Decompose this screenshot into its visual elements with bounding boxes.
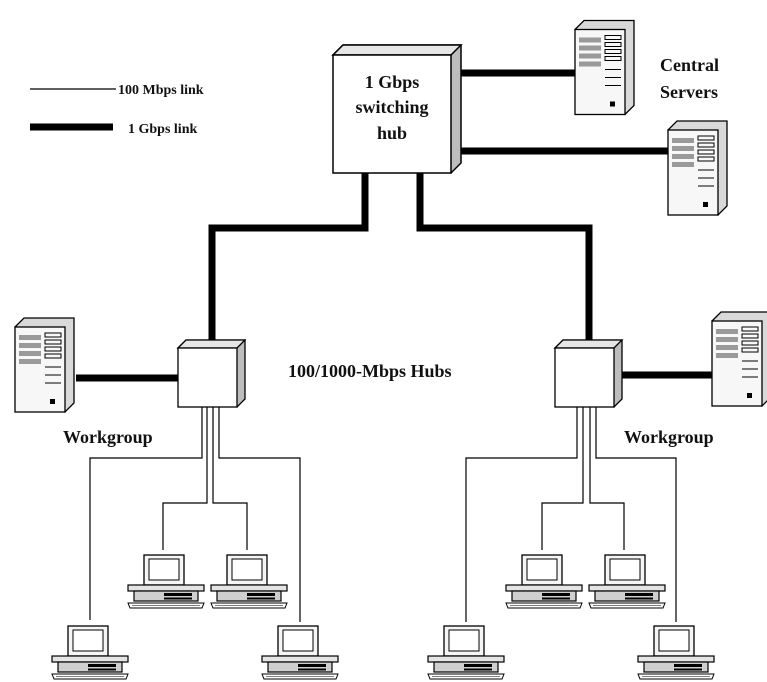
workgroup-label-left: Workgroup xyxy=(63,427,153,447)
servers-label-line1: Central xyxy=(660,55,719,75)
link-right-hub-to-pc-mid-right xyxy=(589,407,625,550)
fast-ethernet-links xyxy=(89,407,677,622)
right-hub xyxy=(553,339,624,408)
server-tower-icon xyxy=(711,311,767,407)
workstation-icon xyxy=(588,554,666,609)
link-left-hub-to-pc-mid-right xyxy=(212,407,248,550)
link-right-hub-to-pc-far-left xyxy=(465,407,578,622)
left-hub xyxy=(176,339,247,408)
workstation-icon xyxy=(127,554,205,609)
switch-label-line2: switching xyxy=(355,97,428,117)
link-left-hub-to-pc-far-right xyxy=(218,407,301,622)
switch-label-line3: hub xyxy=(377,123,407,143)
gigabit-links xyxy=(76,69,714,382)
hubs-label: 100/1000-Mbps Hubs xyxy=(288,361,452,381)
servers-label-line2: Servers xyxy=(660,82,718,102)
switch-label-line1: 1 Gbps xyxy=(365,72,420,92)
workstation-icon xyxy=(261,625,339,680)
link-switch-to-left-hub xyxy=(208,168,369,340)
workstation-icon xyxy=(427,625,505,680)
link-right-hub-to-pc-far-right xyxy=(595,407,677,622)
server-tower-icon xyxy=(574,19,635,116)
workstation-icon xyxy=(210,554,288,609)
link-left-hub-to-pc-far-left xyxy=(89,407,203,620)
link-left-hub-to-pc-mid-left xyxy=(162,407,208,550)
legend-thick-label: 1 Gbps link xyxy=(128,122,197,137)
workstation-icon xyxy=(637,625,715,680)
server-tower-icon xyxy=(14,317,75,413)
server-tower-icon xyxy=(667,120,728,216)
workgroup-label-right: Workgroup xyxy=(624,427,714,447)
legend-thin-label: 100 Mbps link xyxy=(118,83,204,98)
hub-box-icon xyxy=(554,347,615,408)
legend: 100 Mbps link 1 Gbps link xyxy=(30,83,204,137)
workstation-icon xyxy=(505,554,583,609)
link-switch-to-right-hub xyxy=(416,168,593,340)
workstation-icon xyxy=(51,625,129,680)
link-right-hub-to-pc-mid-left xyxy=(541,407,584,550)
hub-box-icon xyxy=(177,347,238,408)
central-switching-hub: 1 Gbps switching hub xyxy=(331,44,463,175)
